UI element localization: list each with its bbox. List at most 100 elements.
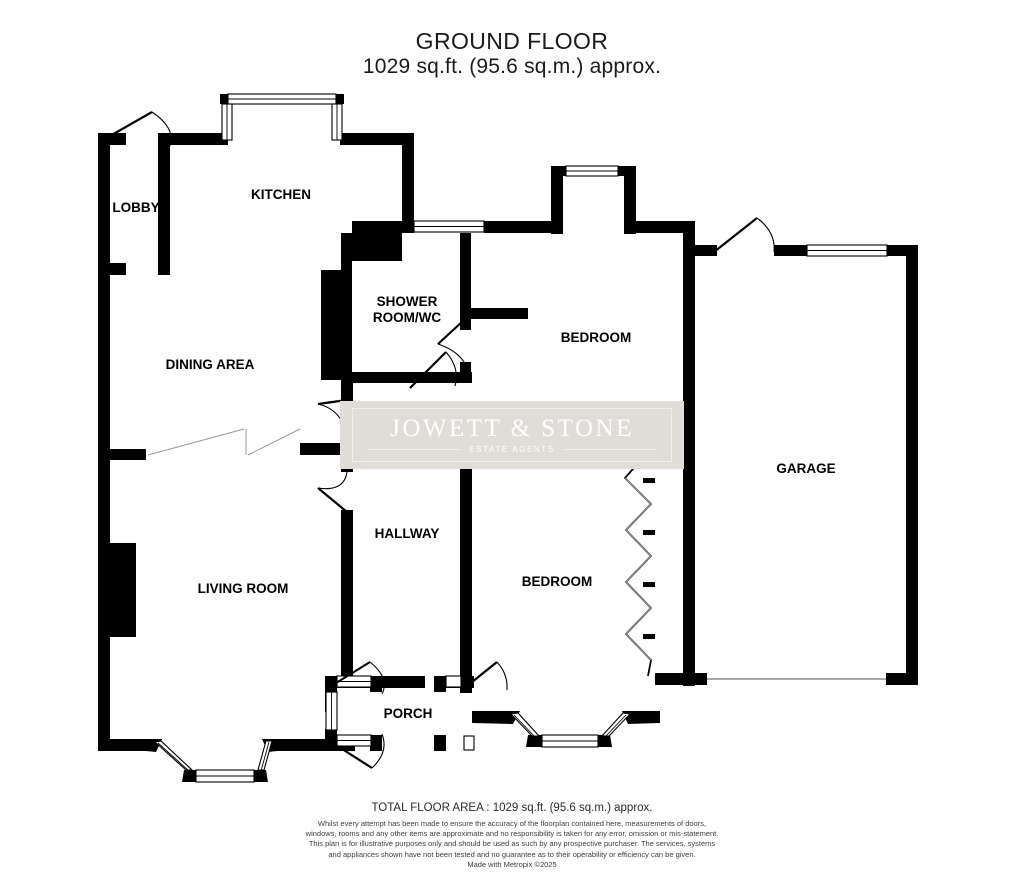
wall-porch-front-top — [370, 676, 382, 692]
room-label-shower-room-line1: SHOWER — [377, 294, 438, 309]
wall-living-bay-jamb-b — [182, 770, 198, 782]
wall-bed2-bay-jamb-a — [526, 735, 542, 747]
wall-bed1-bay-top-left — [551, 166, 573, 176]
wall-bed1-left-shoulder — [528, 221, 563, 233]
wall-bed1-bay-right — [624, 166, 636, 234]
wall-lobby-top-stub — [98, 133, 126, 145]
wall-bed1-bay-left — [551, 166, 563, 234]
door-bed1-entry-leaf[interactable] — [496, 411, 532, 444]
wall-bed2-bay-jamb-b — [596, 735, 612, 747]
disclaimer-text: Whilst every attempt has been made to en… — [305, 819, 719, 859]
total-floor-area: TOTAL FLOOR AREA : 1029 sq.ft. (95.6 sq.… — [371, 802, 653, 814]
wall-porch-front-bottom — [370, 735, 382, 751]
floor-area-subtitle: 1029 sq.ft. (95.6 sq.m.) approx. — [362, 55, 662, 78]
door-shower-right-leaf[interactable] — [437, 319, 465, 345]
partition-tick-a — [643, 478, 655, 483]
door-bed1-entry-arc — [473, 411, 498, 444]
window-group — [98, 93, 888, 783]
wall-hall-left-mid — [341, 448, 353, 472]
window-living-bay-left-mullion — [157, 742, 190, 772]
wall-kitchen-top-left — [170, 133, 228, 145]
wall-shower-top-right — [484, 221, 528, 233]
partition-zigzag-group — [623, 451, 655, 677]
door-porch-hall-arc — [496, 661, 508, 691]
room-label-living-room: LIVING ROOM — [198, 581, 289, 596]
door-lobby-entrance-arc — [151, 111, 172, 147]
wall-shower-right-lower — [460, 362, 471, 383]
room-label-group: LOBBY KITCHEN SHOWER ROOM/WC DINING AREA… — [112, 187, 835, 721]
wall-garage-bottom-left — [655, 673, 707, 685]
window-bed2-bay-right-mullion — [604, 714, 627, 738]
door-group — [109, 111, 775, 769]
door-porch-outer-bottom-leaf[interactable] — [327, 739, 373, 769]
window-bed2-bay — [509, 712, 632, 748]
door-porch-hall-leaf[interactable] — [466, 661, 498, 687]
door-lobby-entrance-leaf[interactable] — [109, 111, 153, 137]
wall-chimney-breast-dining — [321, 270, 341, 380]
partition-zigzag-light — [624, 477, 652, 661]
partition-tick-c — [643, 582, 655, 587]
chimney-breast-living — [104, 543, 136, 637]
door-porch-outer-top-leaf[interactable] — [327, 661, 371, 689]
wall-shower-right-mid — [460, 308, 471, 330]
door-garage-side-leaf[interactable] — [713, 217, 758, 253]
wall-lobby-bottom-left — [98, 263, 126, 275]
wall-bed2-left — [460, 443, 472, 693]
window-living-left-marker — [98, 744, 101, 747]
wall-garage-top-left — [774, 245, 810, 256]
wall-bay-jamb-kitchen-left — [220, 94, 230, 104]
wall-kitchen-right — [402, 133, 414, 221]
door-porch-outer-top-arc — [369, 661, 385, 695]
wall-living-bay-left-shoulder — [98, 739, 146, 751]
window-living-bay-right-mullion — [260, 741, 270, 772]
floorplan-title-block: GROUND FLOOR 1029 sq.ft. (95.6 sq.m.) ap… — [0, 28, 1024, 80]
room-label-bedroom-1: BEDROOM — [561, 330, 632, 345]
door-shower-lower-leaf[interactable] — [409, 351, 447, 389]
wall-bed2-bay-right-shoulder — [622, 711, 660, 724]
partition-zigzag-dark — [623, 451, 653, 677]
wall-bed1-bay-top-right — [613, 166, 636, 176]
window-living-bay — [153, 740, 273, 783]
room-label-garage: GARAGE — [776, 461, 835, 476]
wall-garage-door-jamb-left — [683, 245, 717, 256]
room-label-hallway: HALLWAY — [375, 526, 440, 541]
wall-bed2-top — [460, 443, 660, 455]
wall-dining-left-stub — [110, 449, 146, 460]
room-label-porch: PORCH — [384, 706, 433, 721]
wall-bed2-bay-left-shoulder — [472, 711, 520, 724]
window-bed2-bay-right-leaf — [600, 712, 632, 737]
room-label-kitchen: KITCHEN — [251, 187, 311, 202]
open-mark-dining-c — [247, 428, 301, 456]
room-label-bedroom-2: BEDROOM — [522, 574, 593, 589]
wall-lobby-bottom-right — [158, 263, 170, 275]
wall-shower-right-stub — [471, 308, 528, 319]
wall-bed1-garage-divider — [683, 256, 695, 686]
room-label-shower-room-line2: ROOM/WC — [373, 310, 441, 325]
window-porch-side — [445, 675, 462, 688]
door-hall-living-leaf[interactable] — [317, 487, 348, 513]
wall-garage-right — [906, 245, 918, 685]
room-label-lobby: LOBBY — [112, 200, 159, 215]
made-with-credit: Made with Metropix ©2025 — [467, 859, 557, 869]
wall-bed1-right-shoulder — [624, 221, 694, 233]
wall-dining-hall-stub — [300, 443, 341, 455]
wall-porch-hall-jamb — [460, 676, 472, 692]
window-bed2-bay-left-mullion — [513, 714, 536, 738]
wall-left-exterior — [98, 133, 110, 751]
door-shower-lower-arc — [445, 351, 457, 387]
open-mark-dining-a — [147, 428, 245, 456]
page-title: GROUND FLOOR — [415, 28, 609, 54]
wall-group — [98, 94, 918, 782]
door-shower-right-arc — [437, 343, 465, 363]
door-hall-dining-upper-leaf[interactable] — [317, 398, 348, 406]
window-bed2-left-small — [463, 735, 475, 751]
wall-garage-bottom-right — [886, 673, 918, 685]
wall-bay-jamb-kitchen-right — [334, 94, 344, 104]
wall-porch-right-bottom — [434, 735, 446, 751]
wall-kitchen-block — [352, 221, 402, 261]
wall-living-bay-jamb-c — [252, 770, 268, 782]
wall-hall-left-lower — [341, 510, 353, 680]
wall-bed2-right-top — [648, 443, 660, 459]
wall-shower-right-upper — [460, 233, 471, 308]
